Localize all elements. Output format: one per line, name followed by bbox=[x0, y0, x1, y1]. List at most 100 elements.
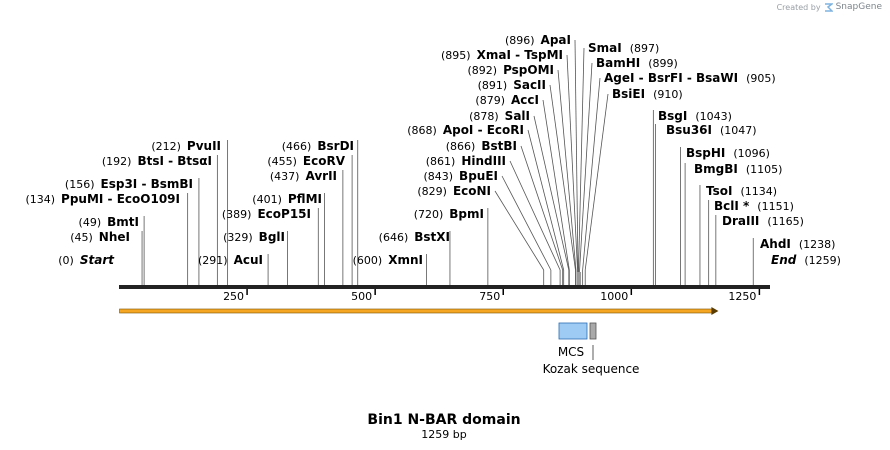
site-name: AgeI - BsrFI - BsaWI bbox=[604, 71, 738, 85]
site-position: (600) bbox=[353, 254, 383, 267]
site-position: (455) bbox=[267, 155, 297, 168]
site-leader bbox=[578, 47, 585, 271]
site-name: SmaI bbox=[588, 41, 622, 55]
site-name: AccI bbox=[511, 93, 539, 107]
site-position: (891) bbox=[478, 79, 508, 92]
site-position: (910) bbox=[653, 88, 683, 101]
feature-kozak-label: Kozak sequence bbox=[543, 362, 640, 376]
orf-arrowhead bbox=[711, 307, 719, 315]
site-name: BsgI bbox=[658, 109, 687, 123]
feature-kozak-box bbox=[589, 322, 597, 340]
site-position: (291) bbox=[198, 254, 228, 267]
site-name: PspOMI bbox=[503, 63, 554, 77]
site-leader bbox=[533, 115, 570, 271]
site-leader bbox=[542, 99, 570, 271]
site-position: (1096) bbox=[733, 147, 770, 160]
site-name: Bsu36I bbox=[666, 123, 712, 137]
site-name: BpuEI bbox=[459, 169, 498, 183]
site-name: BmtI bbox=[107, 215, 139, 229]
tick-label: 1250 bbox=[728, 290, 756, 303]
site-name: XmaI - TspMI bbox=[477, 48, 563, 62]
site-leader bbox=[501, 175, 552, 271]
feature-annotations: MCS Kozak sequence bbox=[543, 322, 640, 376]
site-position: (156) bbox=[65, 178, 95, 191]
site-position: (895) bbox=[441, 49, 471, 62]
site-position: (1105) bbox=[746, 163, 783, 176]
site-name: BspHI bbox=[686, 146, 725, 160]
sequence-backbone bbox=[119, 285, 770, 289]
site-position: (896) bbox=[505, 34, 535, 47]
site-leader bbox=[574, 39, 579, 271]
site-position: (879) bbox=[475, 94, 505, 107]
snapgene-credit: Created by SnapGene bbox=[777, 2, 882, 12]
site-name: EcoRV bbox=[303, 154, 346, 168]
site-position: (1238) bbox=[799, 238, 836, 251]
site-position: (134) bbox=[25, 193, 55, 206]
site-position: (1151) bbox=[757, 200, 794, 213]
site-position: (45) bbox=[70, 231, 93, 244]
credit-prefix: Created by bbox=[776, 2, 821, 12]
site-leader bbox=[566, 54, 578, 271]
tick-label: 250 bbox=[223, 290, 244, 303]
map-title: Bin1 N-BAR domain bbox=[367, 412, 520, 428]
site-leader bbox=[557, 69, 577, 271]
site-name: BstBI bbox=[481, 139, 517, 153]
site-leader bbox=[520, 145, 564, 271]
site-leader bbox=[582, 77, 601, 271]
site-leader bbox=[509, 160, 561, 271]
site-position: (49) bbox=[79, 216, 102, 229]
site-name: Esp3I - BsmBI bbox=[101, 177, 193, 191]
site-leader bbox=[494, 190, 545, 271]
credit-brand: SnapGene bbox=[835, 2, 882, 12]
site-name: SacII bbox=[513, 78, 546, 92]
snapgene-logo-icon bbox=[824, 2, 834, 12]
site-position: (1047) bbox=[720, 124, 757, 137]
site-name: BglI bbox=[259, 230, 285, 244]
site-name: PvuII bbox=[187, 139, 221, 153]
site-position: (466) bbox=[282, 140, 312, 153]
site-position: (843) bbox=[423, 170, 453, 183]
site-name: BtsI - BtsαI bbox=[137, 154, 212, 168]
site-position: (329) bbox=[223, 231, 253, 244]
site-position: (905) bbox=[746, 72, 776, 85]
site-name: TsoI bbox=[706, 184, 732, 198]
feature-mcs-label: MCS bbox=[558, 345, 584, 359]
site-position: (646) bbox=[379, 231, 409, 244]
feature-mcs-box bbox=[558, 322, 588, 340]
site-position: (720) bbox=[414, 208, 444, 221]
site-leader-lines bbox=[141, 39, 754, 285]
site-position: (1134) bbox=[740, 185, 777, 198]
site-name: PflMI bbox=[288, 192, 322, 206]
site-name: HindIII bbox=[461, 154, 506, 168]
site-name: XmnI bbox=[388, 253, 423, 267]
site-position: (829) bbox=[417, 185, 447, 198]
site-position: (1259) bbox=[804, 254, 841, 267]
site-name: AvrII bbox=[305, 169, 337, 183]
site-name: BpmI bbox=[449, 207, 484, 221]
site-name: AcuI bbox=[234, 253, 263, 267]
site-name: BclI * bbox=[714, 199, 750, 213]
map-length: 1259 bp bbox=[421, 428, 466, 441]
site-leader bbox=[549, 84, 576, 271]
site-name: BstXI bbox=[414, 230, 450, 244]
site-name: EcoP15I bbox=[257, 207, 311, 221]
site-name: PpuMI - EcoO109I bbox=[61, 192, 180, 206]
site-leader bbox=[584, 93, 609, 271]
site-name: ApoI - EcoRI bbox=[443, 123, 524, 137]
site-position: (866) bbox=[446, 140, 476, 153]
site-name: NheI bbox=[99, 230, 130, 244]
site-leader bbox=[527, 129, 565, 271]
site-name: BsiEI bbox=[612, 87, 645, 101]
site-name: End bbox=[771, 253, 797, 267]
site-name: AhdI bbox=[760, 237, 791, 251]
site-position: (389) bbox=[222, 208, 252, 221]
tick-label: 500 bbox=[351, 290, 372, 303]
site-position: (437) bbox=[270, 170, 300, 183]
site-name: BamHI bbox=[596, 56, 640, 70]
tick-label: 1000 bbox=[600, 290, 628, 303]
site-position: (192) bbox=[102, 155, 132, 168]
site-name: Start bbox=[80, 253, 115, 267]
backbone-bar bbox=[119, 285, 770, 289]
